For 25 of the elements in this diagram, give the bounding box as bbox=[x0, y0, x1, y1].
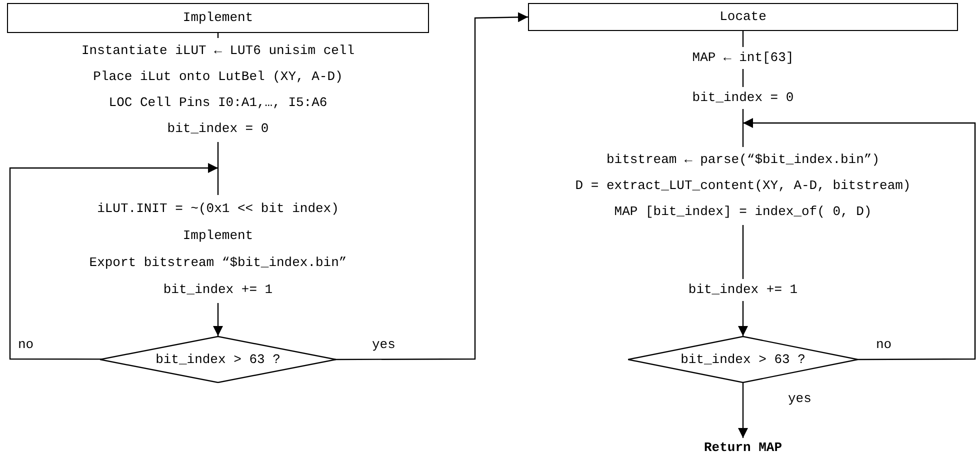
arrow bbox=[738, 383, 748, 438]
connector-line bbox=[742, 225, 744, 279]
step-text: bit_index = 0 bbox=[167, 120, 269, 138]
step-text: D = extract_LUT_content(XY, A-D, bitstream) bbox=[575, 177, 911, 195]
arrow bbox=[738, 301, 748, 336]
connector-line bbox=[742, 69, 744, 87]
step-text: bit_index += 1 bbox=[163, 281, 273, 299]
connector-line bbox=[217, 142, 219, 195]
step-text: Implement bbox=[182, 227, 254, 245]
arrow bbox=[213, 303, 223, 336]
process-box: Implement bbox=[7, 3, 429, 33]
arrow bbox=[336, 12, 528, 360]
connector-line bbox=[742, 31, 744, 47]
condition-text: bit_index > 63 ? bbox=[156, 350, 280, 369]
step-text: Place iLut onto LutBel (XY, A-D) bbox=[93, 68, 343, 86]
step-text: LOC Cell Pins I0:A1,…, I5:A6 bbox=[108, 94, 328, 112]
step-text: Export bitstream “$bit_index.bin” bbox=[89, 254, 347, 272]
connector-line bbox=[742, 109, 744, 147]
step-text: MAP [bit_index] = index_of( 0, D) bbox=[614, 203, 872, 221]
arrow bbox=[743, 118, 976, 360]
step-text: Instantiate iLUT ← LUT6 unisim cell bbox=[81, 42, 355, 60]
step-text: bitstream ← parse(“$bit_index.bin”) bbox=[606, 151, 880, 169]
process-box: Locate bbox=[528, 3, 958, 31]
step-text: iLUT.INIT = ~(0x1 << bit index) bbox=[97, 200, 339, 218]
condition-text: bit_index > 63 ? bbox=[680, 350, 806, 369]
